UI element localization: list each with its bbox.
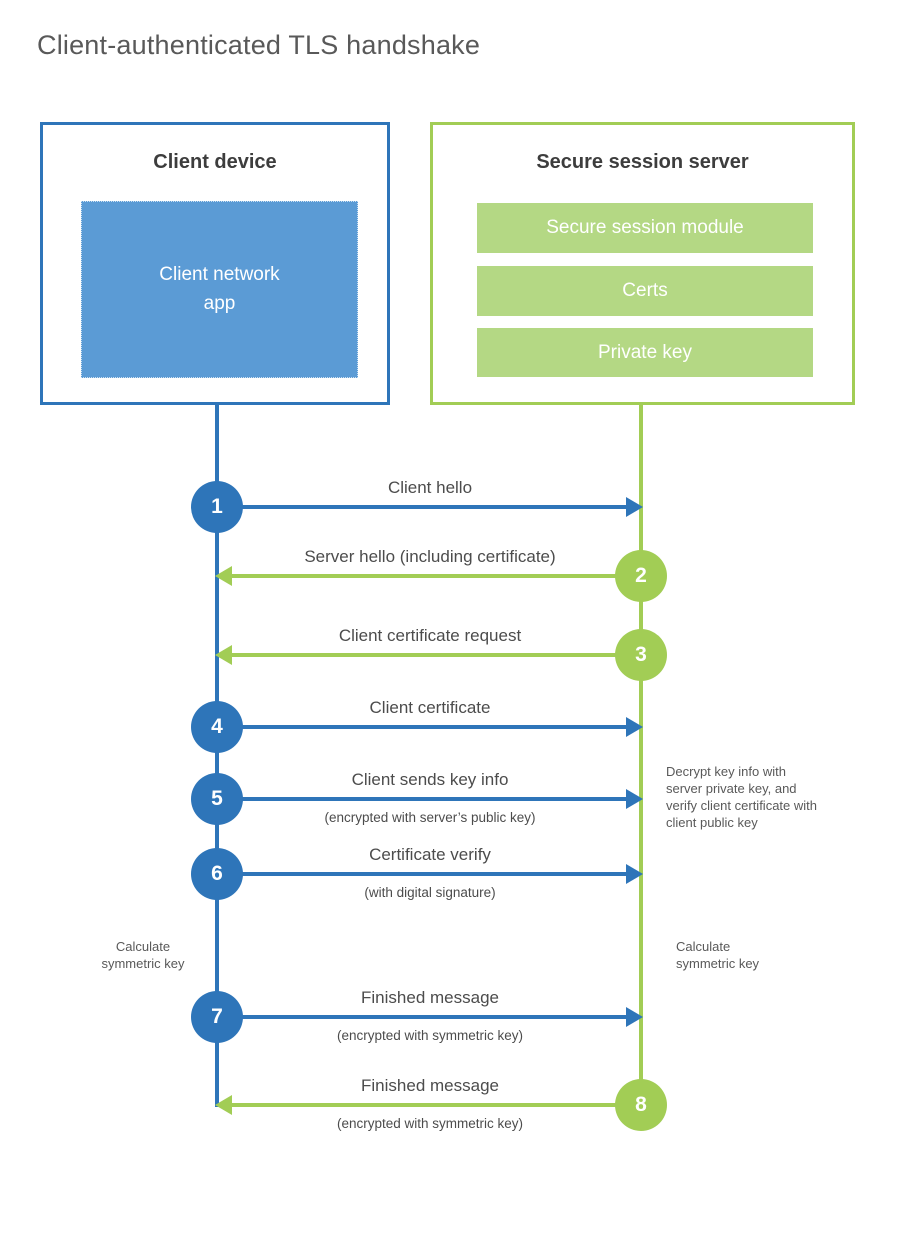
server-module-bar: Secure session module <box>477 203 813 253</box>
message-label: Client certificate request <box>338 626 522 645</box>
arrow-right-icon <box>626 717 643 737</box>
step-number-badge: 7 <box>191 991 243 1043</box>
step-number-badge: 8 <box>615 1079 667 1131</box>
message-label: Client sends key info <box>351 770 509 789</box>
message-label: Finished message <box>361 1076 499 1095</box>
arrow-right-icon <box>626 497 643 517</box>
client-device-title: Client device <box>153 151 277 173</box>
arrow-line <box>217 505 626 509</box>
arrow-line <box>217 725 626 729</box>
secure-session-server-title: Secure session server <box>536 151 749 173</box>
arrow-right-icon <box>626 864 643 884</box>
calculate-symmetric-key-note-client: Calculate symmetric key <box>101 939 185 972</box>
arrow-line <box>232 574 641 578</box>
arrow-right-icon <box>626 1007 643 1027</box>
arrow-line <box>232 653 641 657</box>
arrow-line <box>217 872 626 876</box>
step-number-badge: 3 <box>615 629 667 681</box>
arrow-line <box>217 797 626 801</box>
server-private-key-bar: Private key <box>477 328 813 377</box>
message-sublabel: (encrypted with server’s public key) <box>324 810 536 825</box>
client-lifeline <box>215 405 219 1107</box>
arrow-right-icon <box>626 789 643 809</box>
arrow-left-icon <box>215 645 232 665</box>
server-lifeline <box>639 405 643 1108</box>
message-sublabel: (encrypted with symmetric key) <box>336 1028 524 1043</box>
step-number-badge: 5 <box>191 773 243 825</box>
message-label: Server hello (including certificate) <box>304 547 556 566</box>
message-label: Certificate verify <box>369 845 491 864</box>
secure-session-server-box: Secure session server Secure session mod… <box>430 122 855 405</box>
step-number-badge: 4 <box>191 701 243 753</box>
arrow-line <box>217 1015 626 1019</box>
decrypt-key-note: Decrypt key info with server private key… <box>666 764 817 831</box>
step-number-badge: 2 <box>615 550 667 602</box>
arrow-left-icon <box>215 1095 232 1115</box>
client-network-app-label: Client network app <box>159 264 280 314</box>
client-network-app-box: Client network app <box>81 201 358 378</box>
message-label: Finished message <box>361 988 499 1007</box>
client-device-box: Client device Client network app <box>40 122 390 405</box>
page-title: Client-authenticated TLS handshake <box>37 30 481 60</box>
server-certs-bar: Certs <box>477 266 813 316</box>
message-label: Client certificate <box>369 698 491 717</box>
message-sublabel: (encrypted with symmetric key) <box>336 1116 524 1131</box>
step-number-badge: 1 <box>191 481 243 533</box>
arrow-left-icon <box>215 566 232 586</box>
message-sublabel: (with digital signature) <box>364 885 496 900</box>
message-label: Client hello <box>387 478 473 497</box>
step-number-badge: 6 <box>191 848 243 900</box>
arrow-line <box>232 1103 641 1107</box>
calculate-symmetric-key-note-server: Calculate symmetric key <box>676 939 760 972</box>
